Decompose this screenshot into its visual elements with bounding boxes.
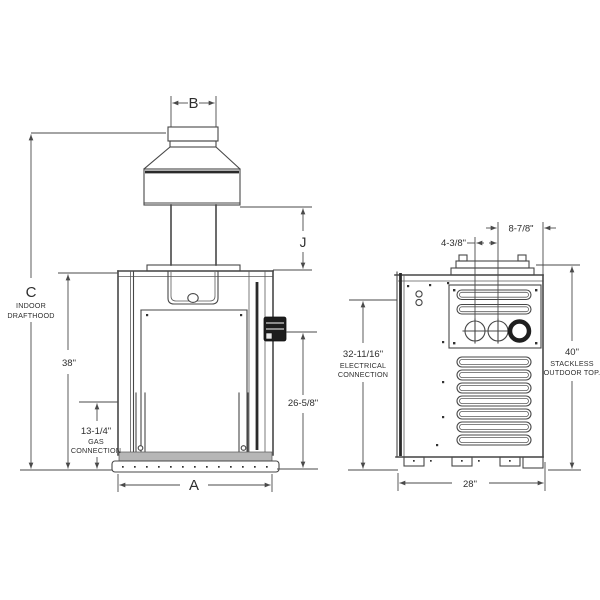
side-view: 4-3/8" 8-7/8" 32-11/16" ELECTRICAL CONNE… xyxy=(338,222,600,491)
dim-40-value: 40" xyxy=(565,347,579,358)
dim-4-3-8-label: 4-3/8" xyxy=(441,238,466,249)
dim-38: 38" xyxy=(58,272,118,469)
dim-40-line1: STACKLESS xyxy=(550,359,594,368)
dim-26-5-8-label: 26-5/8" xyxy=(288,398,318,409)
base-dotted-line xyxy=(122,466,268,468)
connection-reference-lines xyxy=(474,222,544,321)
base-front xyxy=(111,451,280,473)
dim-40-line2: OUTDOOR TOP. xyxy=(544,368,600,377)
stackless-top-cap xyxy=(450,254,535,276)
electrical-knockouts xyxy=(415,290,423,307)
dim-j: J xyxy=(240,206,312,271)
dim-c-line2: DRAFTHOOD xyxy=(7,311,54,320)
dim-26-5-8: 26-5/8" xyxy=(277,331,318,470)
upper-louvers xyxy=(456,289,532,315)
drain-connection xyxy=(507,319,532,343)
dim-electrical-value: 32-11/16" xyxy=(343,349,383,360)
dim-a: A xyxy=(117,474,273,494)
drafthood xyxy=(143,126,241,206)
dim-electrical-line1: ELECTRICAL xyxy=(340,361,386,370)
dim-b: B xyxy=(170,95,217,127)
pilot-sight-hole xyxy=(187,293,199,303)
base-side xyxy=(403,456,544,469)
dim-gas-line2: CONNECTION xyxy=(71,446,121,455)
door-brackets xyxy=(135,392,249,455)
dim-28-label: 28" xyxy=(463,479,477,490)
front-view: B C INDOOR DRAFTHOOD 38" 13-1/4" GAS CON xyxy=(7,95,318,494)
dim-8-7-8: 8-7/8" xyxy=(486,224,556,235)
heater-cabinet-front xyxy=(117,270,274,456)
upper-vent-panel xyxy=(448,284,542,349)
water-connections xyxy=(462,318,532,344)
dim-40: 40" STACKLESS OUTDOOR TOP. xyxy=(536,264,600,471)
dim-8-7-8-label: 8-7/8" xyxy=(508,224,533,235)
dim-c-letter: C xyxy=(26,284,37,301)
dim-electrical-line2: CONNECTION xyxy=(338,370,388,379)
dim-j-label: J xyxy=(300,235,307,250)
flue-pipe xyxy=(146,204,241,272)
dim-28: 28" xyxy=(397,462,546,491)
dim-a-label: A xyxy=(189,477,199,494)
dim-gas: 13-1/4" GAS CONNECTION xyxy=(71,401,121,469)
dim-c: C INDOOR DRAFTHOOD xyxy=(7,132,166,471)
dim-gas-value: 13-1/4" xyxy=(81,426,111,437)
water-connection-stub xyxy=(263,316,287,342)
dim-electrical: 32-11/16" ELECTRICAL CONNECTION xyxy=(338,299,398,471)
dim-gas-line1: GAS xyxy=(88,437,104,446)
front-door-panel xyxy=(140,309,248,453)
dim-c-line1: INDOOR xyxy=(16,301,46,310)
dim-4-3-8: 4-3/8" xyxy=(441,238,497,249)
dim-38-label: 38" xyxy=(62,358,76,369)
lower-vent-louvers xyxy=(456,356,532,446)
dim-b-label: B xyxy=(188,95,198,112)
